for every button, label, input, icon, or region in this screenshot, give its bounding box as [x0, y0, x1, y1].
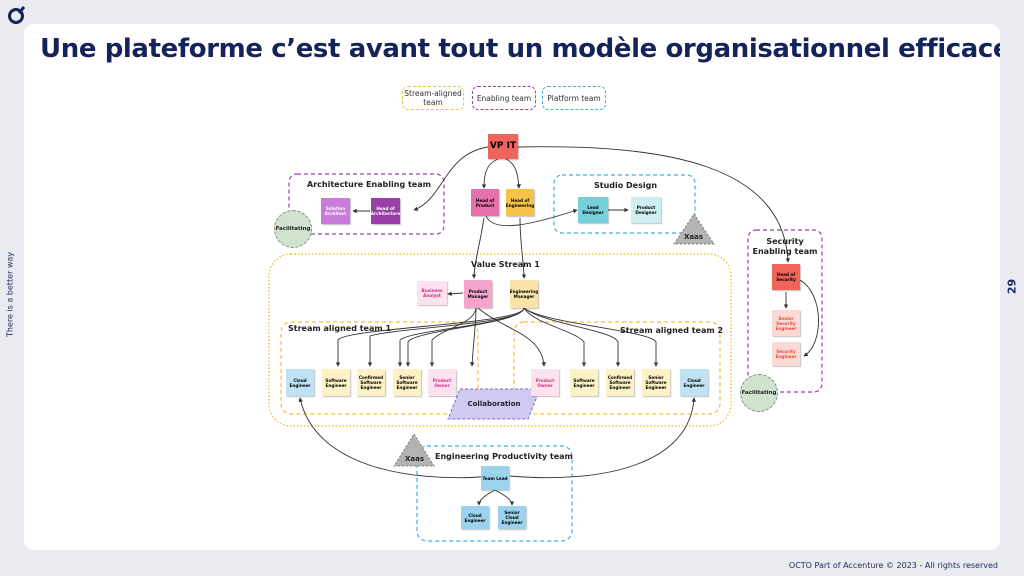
logo-icon — [8, 6, 26, 24]
s2-confirmed-software-engineer-node: Confirmed Software Engineer — [606, 369, 634, 396]
s2-senior-software-engineer-node: Senior Software Engineer — [642, 369, 670, 396]
s1-confirmed-software-engineer-node: Confirmed Software Engineer — [357, 369, 385, 396]
senior-security-engineer-node: Senior Security Engineer — [772, 310, 800, 336]
head-product-node: Head of Product — [471, 189, 499, 216]
product-manager-node: Product Manager — [464, 280, 492, 308]
eng-productivity-box — [416, 445, 573, 542]
studio-group-box — [553, 174, 696, 234]
stream2-title: Stream aligned team 2 — [620, 326, 724, 335]
xaas-label-platform: Xaas — [405, 455, 425, 463]
security-group-box — [747, 229, 823, 393]
value-stream-box — [268, 253, 732, 427]
facilitating-circle-architecture: Facilitating — [274, 210, 312, 248]
engineering-manager-node: Engineering Manager — [510, 280, 538, 308]
s1-software-engineer-node: Software Engineer — [322, 369, 350, 396]
stream1-title: Stream aligned team 1 — [288, 324, 392, 333]
s1-senior-software-engineer-node: Senior Software Engineer — [393, 369, 421, 396]
page-title: Une plateforme c’est avant tout un modèl… — [40, 34, 1000, 64]
head-engineering-node: Head of Engineering — [506, 189, 534, 216]
ep-cloud-engineer-node: Cloud Engineer — [461, 506, 489, 529]
solution-architect-node: Solution Architect — [321, 198, 350, 224]
product-designer-node: Product Designer — [631, 197, 661, 223]
s2-software-engineer-node: Software Engineer — [570, 369, 598, 396]
collaboration-shape — [447, 388, 541, 420]
page-number: 29 — [1005, 278, 1019, 295]
xaas-triangle-studio — [673, 213, 715, 245]
org-diagram — [268, 146, 823, 542]
s2-product-owner-node: Product Owner — [531, 369, 559, 396]
security-group-title: Security Enabling team — [752, 237, 818, 256]
legend-stream-aligned: Stream-aligned team — [402, 86, 464, 110]
facilitating-circle-security: Facilitating — [740, 374, 778, 412]
vp-it-node: VP IT — [488, 134, 518, 159]
s1-product-owner-node: Product Owner — [428, 369, 456, 396]
s1-cloud-engineer-node: Cloud Engineer — [286, 369, 314, 396]
tagline: There is a better way — [5, 251, 15, 338]
xaas-label-studio: Xaas — [684, 233, 704, 241]
business-analyst-node: Business Analyst — [417, 281, 447, 305]
studio-group-title: Studio Design — [594, 181, 658, 190]
slide-card: Une plateforme c’est avant tout un modèl… — [24, 24, 1000, 550]
architecture-group-title: Architecture Enabling team — [307, 180, 431, 189]
s2-cloud-engineer-node: Cloud Engineer — [680, 369, 708, 396]
legend-platform: Platform team — [542, 86, 606, 110]
security-engineer-node: Security Engineer — [772, 342, 800, 366]
stream2-box — [513, 321, 721, 415]
team-lead-node: Team Lead — [481, 466, 509, 490]
lead-designer-node: Lead Designer — [578, 197, 608, 223]
footer: OCTO Part of Accenture © 2023 - All righ… — [788, 561, 998, 570]
eng-productivity-title: Engineering Productivity team — [435, 452, 573, 461]
head-security-node: Head of Security — [772, 264, 800, 290]
xaas-triangle-platform — [393, 433, 435, 467]
architecture-group-box — [288, 173, 445, 235]
value-stream-title: Value Stream 1 — [471, 260, 540, 269]
ep-senior-cloud-engineer-node: Senior Cloud Engineer — [498, 506, 526, 529]
head-architecture-node: Head of Architecture — [371, 198, 400, 224]
legend-enabling: Enabling team — [472, 86, 536, 110]
collaboration-label: Collaboration — [467, 400, 521, 408]
